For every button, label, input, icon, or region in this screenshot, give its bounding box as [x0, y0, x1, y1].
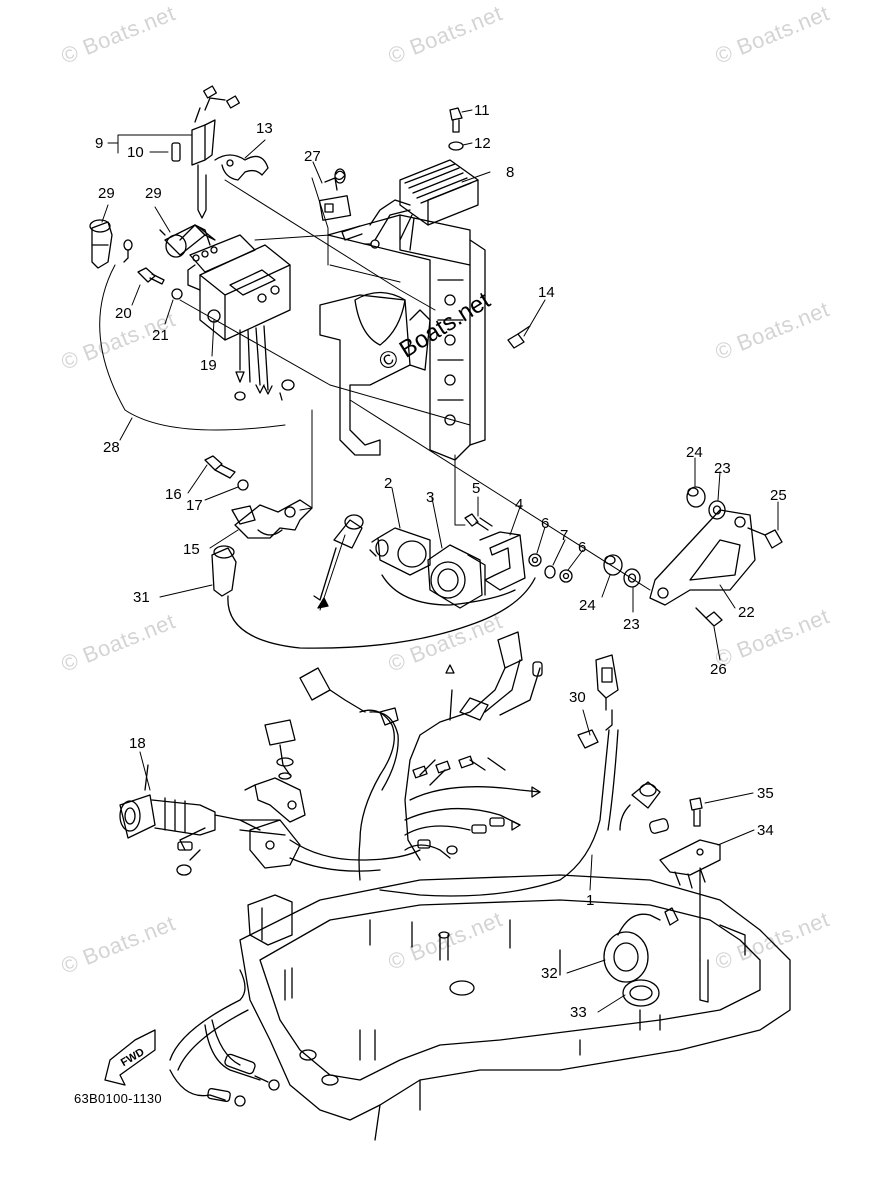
bracket-4 — [479, 531, 526, 591]
arrow-head — [317, 597, 329, 609]
connector-socket — [313, 514, 364, 601]
fwd-arrow-icon: FWD — [104, 1029, 156, 1086]
cap-29b — [164, 224, 216, 258]
callout-20: 20 — [115, 305, 132, 322]
callout-27: 27 — [304, 148, 321, 165]
callout-17: 17 — [186, 497, 203, 514]
callout-23b: 23 — [623, 616, 640, 633]
callout-11: 11 — [474, 102, 490, 119]
grommet-24b — [603, 554, 623, 576]
callout-35: 35 — [757, 785, 774, 802]
bottom-cowling — [239, 869, 791, 1141]
callout-15: 15 — [183, 541, 200, 558]
switch-2 — [369, 527, 431, 576]
callout-6a: 6 — [541, 515, 550, 532]
battery-cables — [169, 969, 280, 1107]
callout-29a: 29 — [98, 185, 115, 202]
diagram-code: 63B0100-1130 — [74, 1091, 162, 1106]
cdi-unit — [187, 234, 295, 401]
ring-33 — [622, 979, 660, 1007]
callout-7: 7 — [560, 527, 569, 544]
screw-35 — [689, 797, 703, 827]
connector-18 — [119, 764, 261, 876]
grommet-24a — [686, 486, 706, 508]
nut-6b — [559, 569, 573, 583]
callout-21: 21 — [152, 327, 169, 344]
callout-26: 26 — [710, 661, 727, 678]
callout-24a: 24 — [686, 444, 703, 461]
clamp-13 — [214, 154, 269, 181]
callout-23a: 23 — [714, 460, 731, 477]
callout-19: 19 — [200, 357, 217, 374]
callout-13: 13 — [256, 120, 273, 137]
cap-29a — [89, 219, 113, 269]
screw-14 — [507, 325, 531, 349]
bolt-25 — [747, 527, 783, 549]
mounting-bracket — [319, 291, 431, 456]
bolt-5 — [464, 513, 493, 531]
callout-14: 14 — [538, 284, 555, 301]
rectifier-regulator — [318, 159, 479, 251]
collar-23b — [623, 568, 641, 588]
clip-34 — [659, 839, 721, 889]
connector-9 — [191, 85, 240, 219]
callout-33: 33 — [570, 1004, 587, 1021]
boot-terminal — [619, 781, 669, 834]
callout-2: 2 — [384, 475, 393, 492]
bolt-16 — [204, 455, 236, 479]
regulator-bracket — [327, 214, 486, 461]
bolt-20 — [137, 267, 165, 285]
callout-3: 3 — [426, 489, 435, 506]
washer-17 — [237, 479, 249, 491]
washer-12 — [448, 141, 464, 151]
callout-34: 34 — [757, 822, 774, 839]
callout-10: 10 — [127, 144, 144, 161]
bolt-26 — [695, 607, 723, 627]
callout-31: 31 — [133, 589, 150, 606]
bolt-11 — [449, 107, 463, 133]
wire-harness-1 — [239, 631, 543, 881]
switch-3 — [381, 544, 516, 609]
callout-32: 32 — [541, 965, 558, 982]
terminal-cap-31 — [211, 545, 536, 649]
callout-25: 25 — [770, 487, 787, 504]
callout-29b: 29 — [145, 185, 162, 202]
clamp-15 — [231, 499, 313, 539]
callout-16: 16 — [165, 486, 182, 503]
callout-5: 5 — [472, 480, 481, 497]
washer-21 — [171, 288, 183, 300]
ground-lead-27 — [324, 168, 346, 191]
callout-12: 12 — [474, 135, 491, 152]
callout-6b: 6 — [578, 539, 587, 556]
callout-1: 1 — [586, 892, 595, 909]
callout-9: 9 — [95, 135, 104, 152]
cap-cable-30 — [379, 654, 619, 897]
callout-4: 4 — [515, 496, 524, 513]
callout-8: 8 — [506, 164, 515, 181]
grommet-32 — [603, 907, 679, 983]
callout-24b: 24 — [579, 597, 596, 614]
callout-18: 18 — [129, 735, 146, 752]
cap-10 — [171, 142, 181, 162]
callout-22: 22 — [738, 604, 755, 621]
terminal-lead-left — [123, 239, 133, 263]
washer-7 — [544, 565, 556, 579]
nut-6a — [528, 553, 542, 567]
callout-28: 28 — [103, 439, 120, 456]
bracket-22 — [649, 509, 756, 606]
callout-30: 30 — [569, 689, 586, 706]
leader-lines — [101, 109, 779, 1013]
